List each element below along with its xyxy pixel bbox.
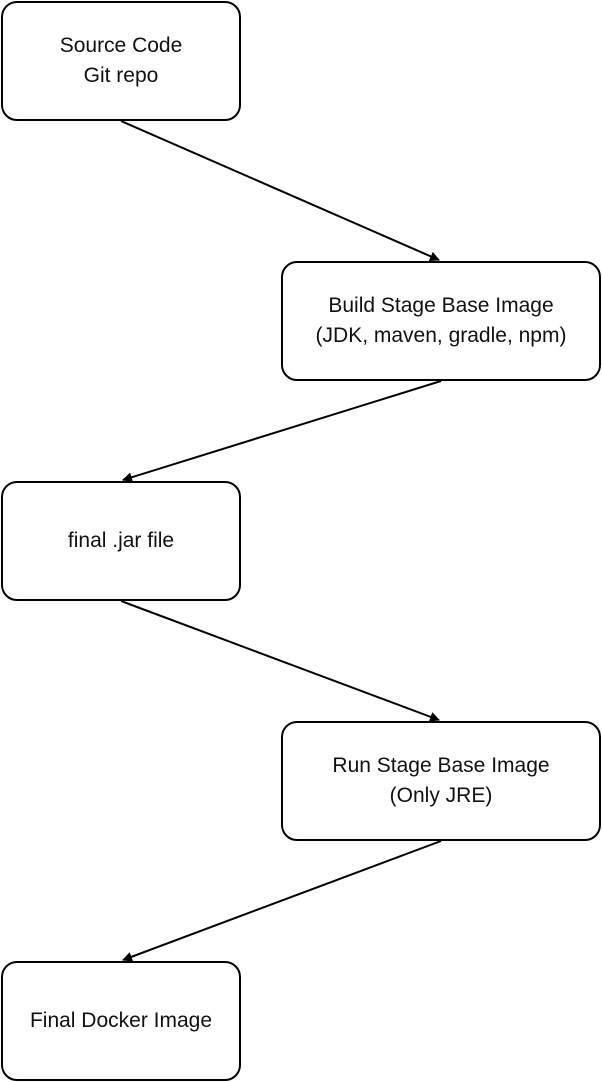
run-stage-subtitle: (Only JRE) [389,784,493,807]
arrow-run-to-final [122,840,442,962]
source-code-node: Source Code Git repo [1,1,241,121]
arrow-source-to-build [120,120,440,261]
arrow-build-to-jar [122,380,442,483]
build-stage-title: Build Stage Base Image [328,294,554,317]
jar-file-title: final .jar file [67,529,175,552]
source-code-title: Source Code [59,34,183,57]
run-stage-node: Run Stage Base Image (Only JRE) [281,721,601,841]
jar-file-node: final .jar file [1,481,241,601]
final-image-node: Final Docker Image [1,961,241,1081]
run-stage-title: Run Stage Base Image [332,754,550,777]
final-image-title: Final Docker Image [29,1009,213,1032]
arrow-jar-to-run [120,600,440,722]
build-stage-subtitle: (JDK, maven, gradle, npm) [315,324,567,347]
source-code-subtitle: Git repo [83,64,159,87]
build-stage-node: Build Stage Base Image (JDK, maven, grad… [281,261,601,381]
